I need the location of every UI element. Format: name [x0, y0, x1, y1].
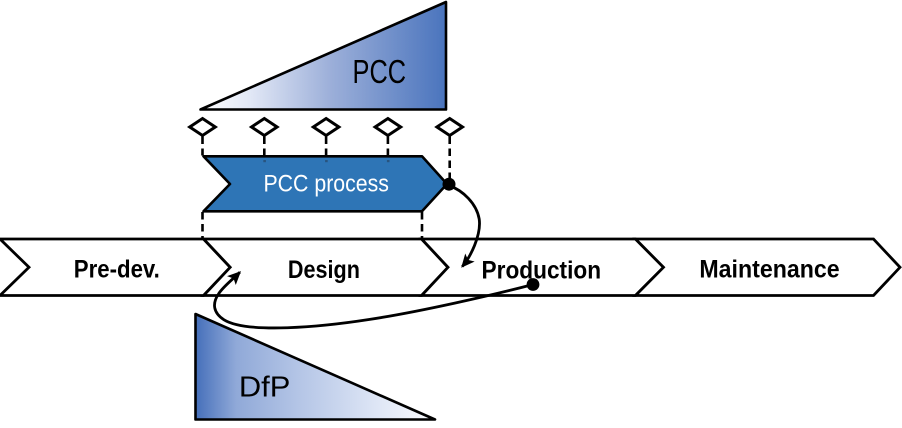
svg-text:Pre-dev.: Pre-dev.	[74, 256, 160, 284]
svg-text:DfP: DfP	[239, 371, 291, 403]
svg-text:Maintenance: Maintenance	[699, 256, 839, 284]
svg-text:PCC: PCC	[353, 54, 407, 91]
svg-text:PCC process: PCC process	[263, 170, 389, 197]
svg-text:Production: Production	[482, 256, 602, 284]
svg-text:Design: Design	[288, 256, 360, 284]
